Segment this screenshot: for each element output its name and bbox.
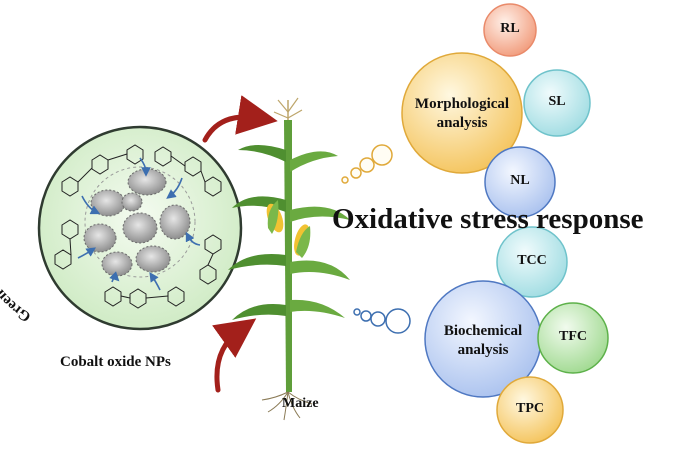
red-arrows	[202, 95, 278, 393]
biochemical-analysis-label: Biochemical analysis	[425, 322, 541, 360]
biochemical-line2: analysis	[457, 342, 509, 358]
rl-label: RL	[500, 21, 520, 36]
sl-label: SL	[548, 94, 566, 109]
maize-label: Maize	[282, 396, 319, 411]
bubble-rl	[483, 3, 537, 57]
arrow-to-plant-top	[202, 95, 278, 143]
oxidative-stress-response-title: Oxidative stress response	[332, 203, 644, 235]
arrow-to-plant-bottom	[212, 318, 257, 393]
molecule-structures	[54, 144, 222, 309]
biochemical-line1: Biochemical	[443, 323, 523, 339]
biochemical-cluster	[424, 226, 609, 444]
green-surface-chemistry-label: Green surface chemistry	[0, 174, 34, 325]
tcc-label: TCC	[517, 253, 547, 268]
maize-plant	[228, 97, 350, 421]
bubble-tcc	[496, 226, 568, 298]
bubble-tfc	[537, 302, 609, 374]
morphological-line2: analysis	[436, 115, 488, 131]
bubble-nl	[484, 146, 556, 218]
bubble-morphological	[401, 52, 523, 174]
morphological-analysis-label: Morphological analysis	[402, 95, 522, 133]
tpc-label: TPC	[516, 401, 544, 416]
bubble-sl	[523, 69, 591, 137]
thought-bubbles-top	[341, 144, 393, 184]
bubble-tpc	[496, 376, 564, 444]
tfc-label: TFC	[559, 329, 587, 344]
morphological-cluster	[401, 3, 591, 218]
blue-arrows	[77, 157, 201, 291]
morphological-line1: Morphological	[414, 96, 510, 112]
cobalt-oxide-nps-label: Cobalt oxide NPs	[60, 354, 171, 370]
thought-bubbles-bottom	[353, 308, 411, 334]
nl-label: NL	[510, 173, 530, 188]
arc-text-path: Green surface chemistry	[0, 174, 34, 325]
